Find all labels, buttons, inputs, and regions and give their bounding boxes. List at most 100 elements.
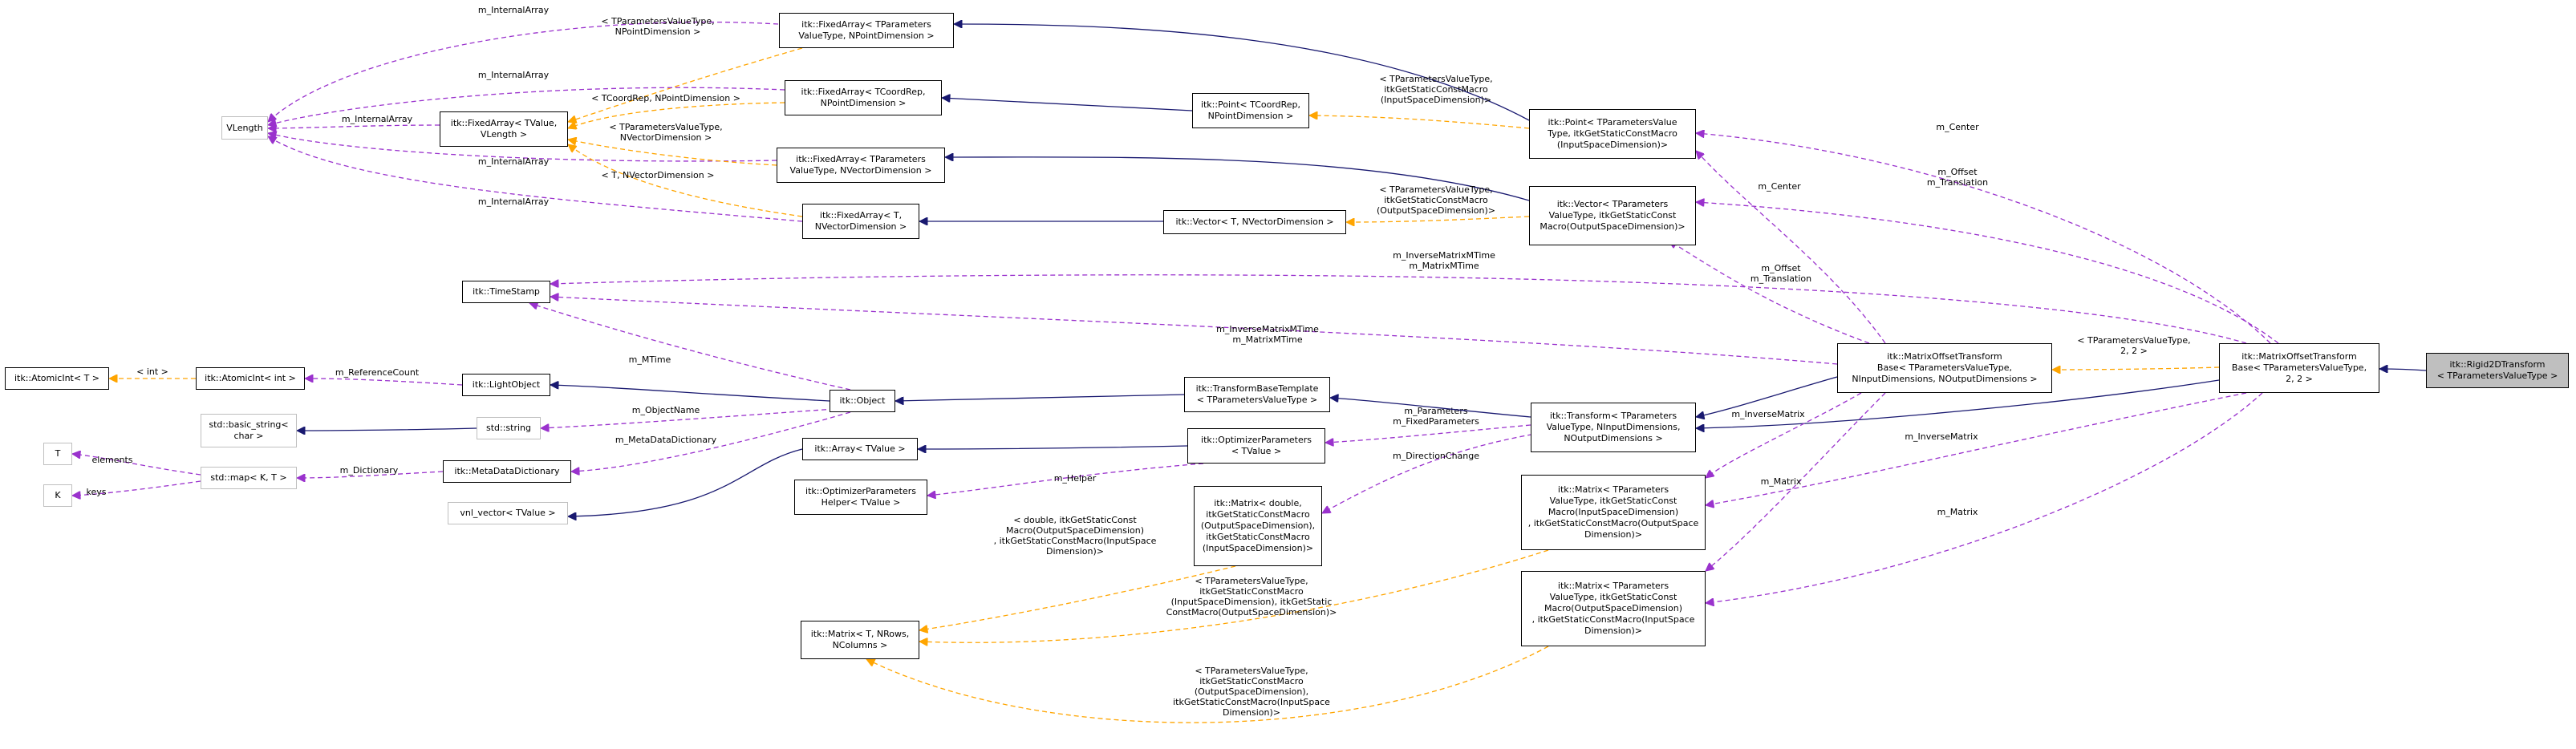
edge-label: < TParametersValueType,itkGetStaticConst… <box>1377 184 1495 216</box>
node-rigid2dtransform[interactable]: itk::Rigid2DTransform < TParametersValue… <box>2426 353 2569 388</box>
edge-inherit-transformbase <box>895 394 1185 401</box>
edge-inherit-array <box>568 448 803 516</box>
node-transformbasetemplate[interactable]: itk::TransformBaseTemplate < TParameters… <box>1184 377 1330 412</box>
edge-tpl-param-vector: < TParametersValueType,NVectorDimension … <box>568 122 777 166</box>
edge-label: m_InternalArray <box>478 70 550 80</box>
edge-label: m_InternalArray <box>478 156 550 167</box>
edge-internal-array-1: m_InternalArray <box>268 5 779 122</box>
node-vector-param[interactable]: itk::Vector< TParameters ValueType, itkG… <box>1529 186 1696 245</box>
edge-inherit-basic-string <box>297 428 477 431</box>
edge-keys: keys <box>72 480 201 497</box>
edge-internal-array-5: m_InternalArray <box>268 136 803 222</box>
edge-label: m_DirectionChange <box>1393 451 1479 461</box>
edge-label: m_Helper <box>1054 473 1097 484</box>
edge-inherit-rigid2d <box>2379 369 2427 370</box>
node-fixedarray-point-coord[interactable]: itk::FixedArray< TCoordRep, NPointDimens… <box>785 80 942 115</box>
edge-m-center-mid: m_Center <box>1696 151 1886 344</box>
node-matrixoffsettransformbase-n[interactable]: itk::MatrixOffsetTransform Base< TParame… <box>1837 343 2052 393</box>
edge-tpl-mot-2: < TParametersValueType,2, 2 > <box>2052 335 2220 370</box>
edge-label: m_InternalArray <box>342 114 413 124</box>
node-k[interactable]: K <box>43 484 72 507</box>
edge-internal-array-2: m_InternalArray <box>268 70 785 125</box>
edge-m-center-top: m_Center <box>1696 122 2271 344</box>
edge-m-helper: m_Helper <box>927 463 1204 496</box>
node-vnl-vector[interactable]: vnl_vector< TValue > <box>448 502 568 524</box>
edge-label: m_Center <box>1936 122 1979 132</box>
edge-internal-array-3: m_InternalArray <box>268 114 440 128</box>
node-fixedarray-tvalue[interactable]: itk::FixedArray< TValue, VLength > <box>440 111 568 147</box>
edge-tpl-param-in-out: < TParametersValueType,itkGetStaticConst… <box>919 549 1549 642</box>
edge-label: < TParametersValueType,2, 2 > <box>2077 335 2190 356</box>
edge-inherit-vector-param <box>945 157 1530 201</box>
node-fixedarray-vector-param[interactable]: itk::FixedArray< TParameters ValueType, … <box>777 148 945 183</box>
edge-tpl-param-out-in: < TParametersValueType,itkGetStaticConst… <box>866 646 1549 723</box>
node-matrixoffsettransformbase-2[interactable]: itk::MatrixOffsetTransform Base< TParame… <box>2219 343 2379 393</box>
node-vlength[interactable]: VLength <box>221 116 268 140</box>
edge-label: m_Matrix <box>1761 476 1802 487</box>
edge-label: < TParametersValueType,itkGetStaticConst… <box>1173 666 1330 718</box>
node-object[interactable]: itk::Object <box>830 390 895 412</box>
node-t[interactable]: T <box>43 443 72 465</box>
edge-m-reference-count: m_ReferenceCount <box>305 367 463 386</box>
node-lightobject[interactable]: itk::LightObject <box>462 374 550 396</box>
node-matrix-out-in[interactable]: itk::Matrix< TParameters ValueType, itkG… <box>1521 571 1706 646</box>
node-vector-t[interactable]: itk::Vector< T, NVectorDimension > <box>1163 210 1346 234</box>
edge-inherit-mot-2 <box>1696 379 2220 428</box>
edge-inherit-optparams <box>918 446 1188 449</box>
edge-label: < int > <box>136 366 168 377</box>
edge-label: m_Matrix <box>1937 507 1978 517</box>
edge-label: m_Dictionary <box>340 465 399 476</box>
edge-inherit-mot-n <box>1696 376 1838 417</box>
node-atomicint-t[interactable]: itk::AtomicInt< T > <box>5 367 109 390</box>
node-point-coord[interactable]: itk::Point< TCoordRep, NPointDimension > <box>1192 93 1309 128</box>
edge-tpl-param-point: < TParametersValueType,NPointDimension > <box>568 16 803 122</box>
node-matrix-in-out[interactable]: itk::Matrix< TParameters ValueType, itkG… <box>1521 475 1706 550</box>
edge-m-matrix-b: m_Matrix <box>1706 392 2263 603</box>
node-optimizerparameters-helper[interactable]: itk::OptimizerParameters Helper< TValue … <box>794 480 927 515</box>
edge-inherit-point-param <box>954 24 1530 121</box>
node-array[interactable]: itk::Array< TValue > <box>802 438 918 460</box>
edge-label: m_Center <box>1758 181 1801 192</box>
node-metadatadictionary[interactable]: itk::MetaDataDictionary <box>443 460 571 483</box>
edge-label: m_ObjectName <box>632 405 700 415</box>
edge-label: < TCoordRep, NPointDimension > <box>591 93 740 103</box>
node-std-string[interactable]: std::string <box>477 417 541 439</box>
node-basic-string[interactable]: std::basic_string< char > <box>201 414 297 447</box>
edge-label: < TParametersValueType,itkGetStaticConst… <box>1166 576 1337 617</box>
edge-label: elements <box>91 455 132 465</box>
node-timestamp[interactable]: itk::TimeStamp <box>462 281 550 303</box>
node-optimizerparameters[interactable]: itk::OptimizerParameters < TValue > <box>1187 428 1325 464</box>
node-matrix-t[interactable]: itk::Matrix< T, NRows, NColumns > <box>801 621 919 659</box>
node-point-param[interactable]: itk::Point< TParametersValue Type, itkGe… <box>1529 109 1696 159</box>
edge-label: m_MTime <box>629 354 671 365</box>
edge-m-object-name: m_ObjectName <box>541 405 835 428</box>
node-matrix-double[interactable]: itk::Matrix< double, itkGetStaticConstMa… <box>1194 486 1322 566</box>
node-fixedarray-vector-t[interactable]: itk::FixedArray< T, NVectorDimension > <box>802 204 919 239</box>
edge-inherit-point-coord <box>942 98 1193 111</box>
edge-tpl-t-vector: < T, NVectorDimension > <box>568 144 803 217</box>
edge-label: < TParametersValueType,itkGetStaticConst… <box>1379 74 1492 105</box>
edge-label: < T, NVectorDimension > <box>602 170 715 180</box>
edge-m-inverse-matrix-b: m_InverseMatrix <box>1706 392 2247 505</box>
edge-internal-array-4: m_InternalArray <box>268 133 777 167</box>
node-fixedarray-point-param[interactable]: itk::FixedArray< TParameters ValueType, … <box>779 13 954 48</box>
edge-elements: elements <box>72 454 201 476</box>
edge-label: < TParametersValueType,NPointDimension > <box>601 16 714 37</box>
edge-m-direction-change: m_DirectionChange <box>1322 432 1541 514</box>
node-atomicint-int[interactable]: itk::AtomicInt< int > <box>196 367 305 390</box>
node-std-map[interactable]: std::map< K, T > <box>201 467 297 489</box>
edge-label: < TParametersValueType,NVectorDimension … <box>609 122 722 143</box>
node-transform[interactable]: itk::Transform< TParameters ValueType, N… <box>1531 403 1696 452</box>
edge-m-mtime: m_MTime <box>529 303 851 391</box>
edge-label: keys <box>87 487 107 497</box>
